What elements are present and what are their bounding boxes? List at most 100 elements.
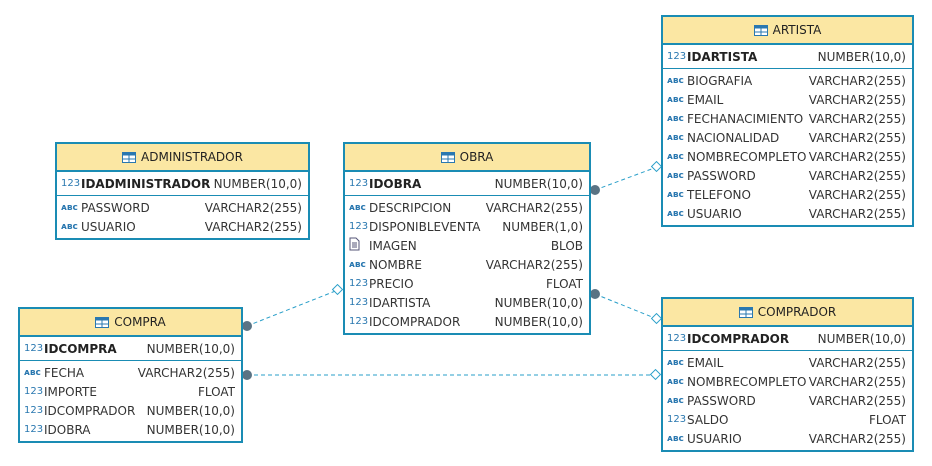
numeric-type-icon: 123 <box>24 424 44 435</box>
numeric-type-icon: 123 <box>667 414 687 425</box>
column-type: NUMBER(10,0) <box>817 331 906 346</box>
binary-file-icon <box>349 237 369 254</box>
numeric-type-icon: 123 <box>667 51 687 62</box>
column-type: VARCHAR2(255) <box>808 431 906 446</box>
table-header[interactable]: OBRA <box>345 144 589 172</box>
column-name: IDADMINISTRADOR <box>81 176 211 191</box>
numeric-type-icon: 123 <box>349 278 369 289</box>
numeric-type-icon: 123 <box>61 178 81 189</box>
column-type: VARCHAR2(255) <box>808 168 906 183</box>
text-type-icon: ᴀʙᴄ <box>61 221 78 232</box>
column-name: IDARTISTA <box>369 295 431 310</box>
column-name: USUARIO <box>81 219 136 234</box>
column-name: IDCOMPRADOR <box>369 314 461 329</box>
column-name: BIOGRAFIA <box>687 73 753 88</box>
table-header[interactable]: ADMINISTRADOR <box>57 144 308 172</box>
table-icon <box>122 151 137 163</box>
column-name: SALDO <box>687 412 729 427</box>
column-name: NOMBRE <box>369 257 422 272</box>
text-type-icon: ᴀʙᴄ <box>667 170 684 181</box>
column-type: VARCHAR2(255) <box>808 206 906 221</box>
column-name: EMAIL <box>687 92 724 107</box>
column-name: NACIONALIDAD <box>687 130 780 145</box>
column-name: NOMBRECOMPLETO <box>687 149 807 164</box>
column-type: VARCHAR2(255) <box>808 149 906 164</box>
table-header[interactable]: COMPRA <box>20 309 241 337</box>
text-type-icon: ᴀʙᴄ <box>667 113 684 124</box>
column-name: DESCRIPCION <box>369 200 452 215</box>
column-name: IMAGEN <box>369 238 417 253</box>
table-title: OBRA <box>459 150 494 164</box>
column-name: PASSWORD <box>687 393 756 408</box>
column-type: NUMBER(10,0) <box>817 49 906 64</box>
numeric-type-icon: 123 <box>667 333 687 344</box>
table-title: COMPRA <box>114 315 166 329</box>
table-icon <box>95 316 110 328</box>
table-header[interactable]: COMPRADOR <box>663 299 912 327</box>
numeric-type-icon: 123 <box>349 316 369 327</box>
text-type-icon: ᴀʙᴄ <box>667 357 684 368</box>
table-header[interactable]: ARTISTA <box>663 17 912 45</box>
relation-obra-comprador-dot <box>590 289 600 299</box>
column-type: NUMBER(10,0) <box>494 295 583 310</box>
column-name: PASSWORD <box>81 200 150 215</box>
text-type-icon: ᴀʙᴄ <box>667 395 684 406</box>
column-name: IDCOMPRADOR <box>44 403 136 418</box>
column-type: VARCHAR2(255) <box>137 365 235 380</box>
text-type-icon: ᴀʙᴄ <box>61 202 78 213</box>
column-name: IDOBRA <box>44 422 91 437</box>
relation-compra-comprador-diamond <box>649 368 662 381</box>
relation-obra-artista <box>594 166 658 191</box>
column-name: PASSWORD <box>687 168 756 183</box>
column-name: TELEFONO <box>687 187 751 202</box>
column-type: VARCHAR2(255) <box>808 92 906 107</box>
column-name: IDARTISTA <box>687 49 758 64</box>
relation-compra-comprador-dot <box>242 370 252 380</box>
text-type-icon: ᴀʙᴄ <box>667 433 684 444</box>
text-type-icon: ᴀʙᴄ <box>667 75 684 86</box>
text-type-icon: ᴀʙᴄ <box>349 259 366 270</box>
column-type: VARCHAR2(255) <box>808 130 906 145</box>
text-type-icon: ᴀʙᴄ <box>667 132 684 143</box>
